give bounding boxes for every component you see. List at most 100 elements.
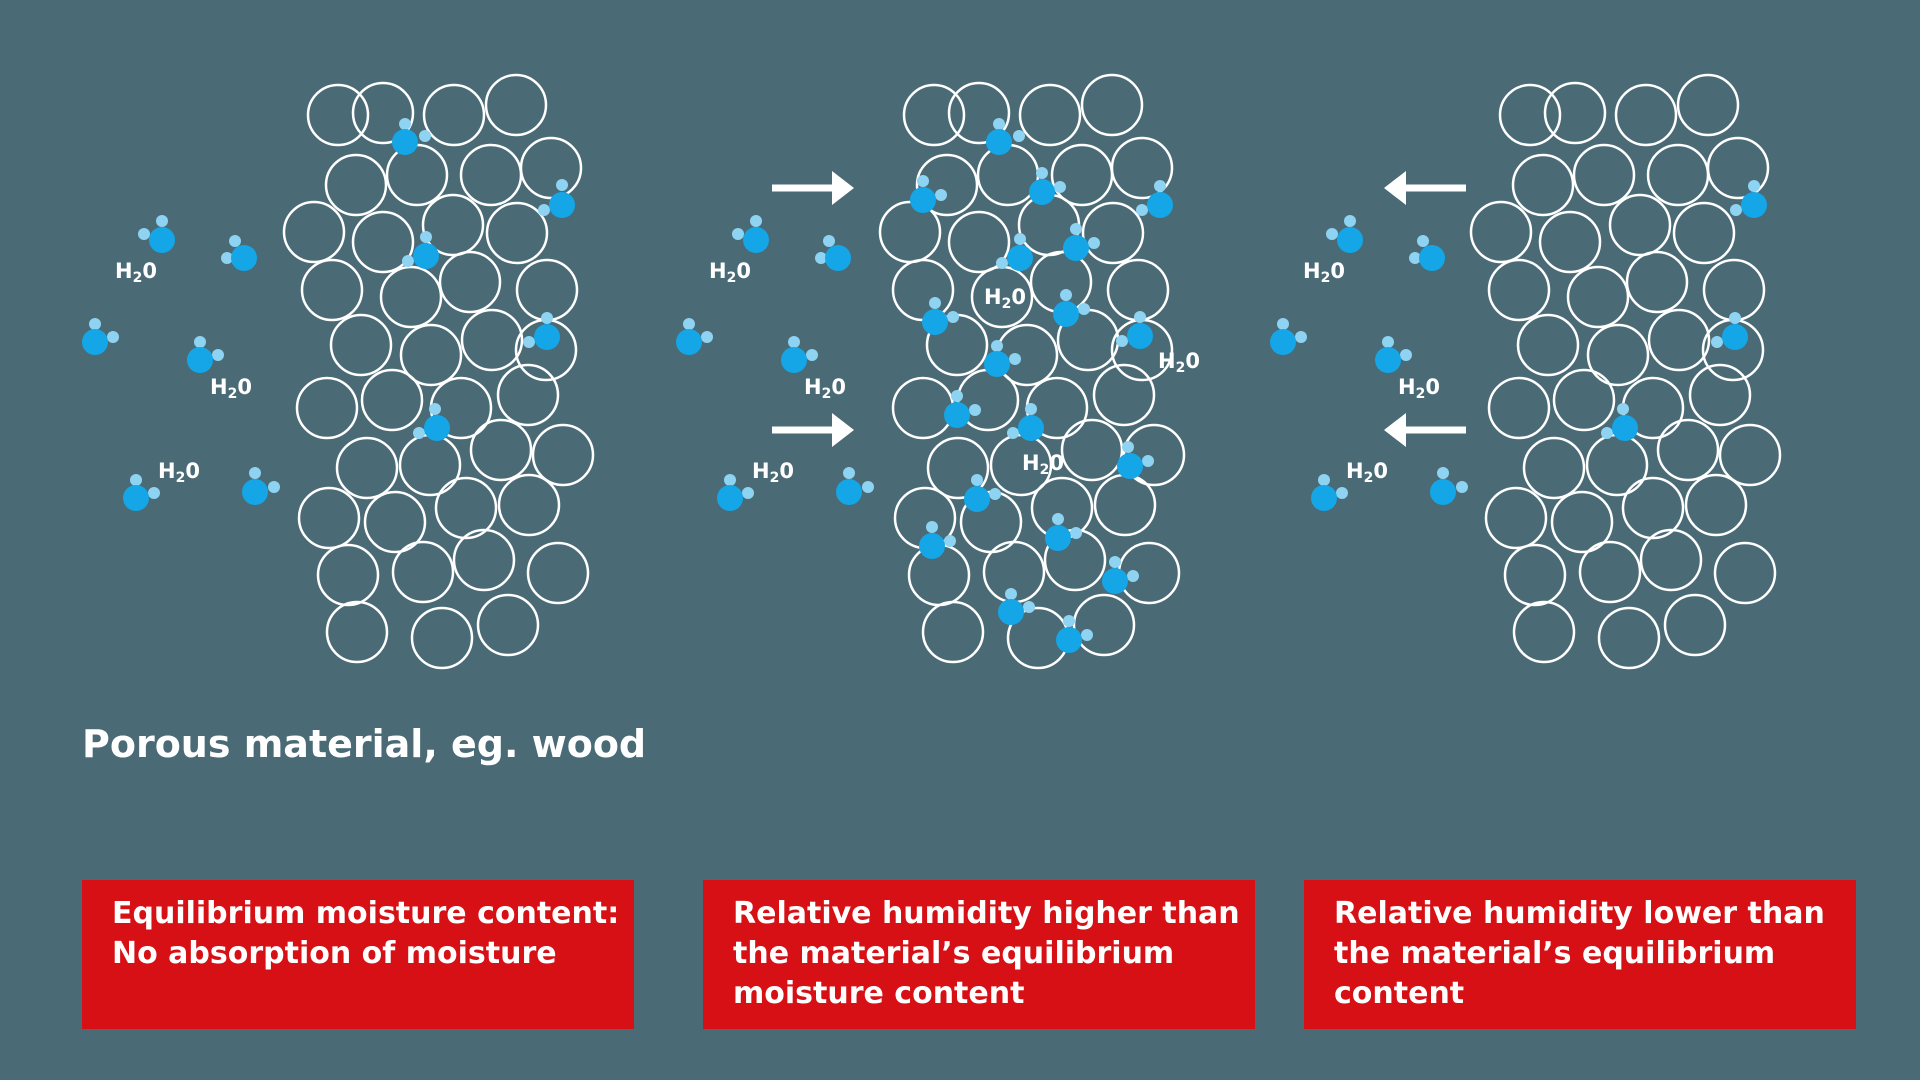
hydrogen-atom (947, 311, 959, 323)
hydrogen-atom (1088, 237, 1100, 249)
oxygen-atom (242, 479, 268, 505)
pore-circle (1050, 143, 1114, 207)
pore-circle (1081, 201, 1145, 265)
pore-circle (476, 593, 540, 657)
hydrogen-atom (732, 228, 744, 240)
water-molecule (1063, 223, 1100, 261)
hydrogen-atom (1023, 601, 1035, 613)
h2o-label: H20 (1158, 349, 1200, 376)
pore-circle (1522, 436, 1586, 500)
pore-circle (902, 83, 966, 147)
pore-structure (282, 73, 595, 670)
water-molecule (138, 215, 175, 253)
oxygen-atom (717, 485, 743, 511)
h2o-label: H20 (709, 259, 751, 286)
oxygen-atom (944, 402, 970, 428)
hydrogen-atom (1070, 223, 1082, 235)
hydrogen-atom (929, 297, 941, 309)
pore-circle (1106, 258, 1170, 322)
hydrogen-atom (1063, 615, 1075, 627)
h2o-label: H20 (210, 375, 252, 402)
water-molecule (986, 118, 1025, 155)
pore-circle (351, 81, 415, 145)
pore-circle (379, 265, 443, 329)
pore-circle (526, 541, 590, 605)
water-molecule (538, 179, 575, 218)
hydrogen-atom (1456, 481, 1468, 493)
hydrogen-atom (1025, 403, 1037, 415)
water-molecule (82, 318, 119, 355)
oxygen-atom (1270, 329, 1296, 355)
pore-circle (1625, 250, 1689, 314)
pore-circle (1498, 83, 1562, 147)
water-molecule (523, 312, 560, 350)
water-molecule (1270, 318, 1307, 355)
oxygen-atom (825, 245, 851, 271)
pore-circle (1688, 363, 1752, 427)
arrow-right-icon (772, 171, 854, 205)
hydrogen-atom (1617, 403, 1629, 415)
hydrogen-atom (862, 481, 874, 493)
water-molecule (1102, 556, 1139, 594)
water-molecule (919, 521, 956, 559)
pore-circle (1597, 606, 1661, 670)
water-molecule (1326, 215, 1363, 253)
oxygen-atom (964, 486, 990, 512)
hydrogen-atom (268, 481, 280, 493)
pore-circle (398, 433, 462, 497)
oxygen-atom (413, 243, 439, 269)
hydrogen-atom (1142, 455, 1154, 467)
hydrogen-atom (130, 474, 142, 486)
pore-circle (316, 543, 380, 607)
pore-circle (1511, 153, 1575, 217)
oxygen-atom (1053, 301, 1079, 327)
pore-circle (459, 143, 523, 207)
hydrogen-atom (148, 487, 160, 499)
hydrogen-atom (229, 235, 241, 247)
hydrogen-atom (1014, 233, 1026, 245)
h2o-label: H20 (115, 259, 157, 286)
pore-structure (1469, 73, 1782, 670)
hydrogen-atom (935, 189, 947, 201)
pore-circle (324, 153, 388, 217)
oxygen-atom (998, 599, 1024, 625)
water-molecule (413, 403, 450, 441)
hydrogen-atom (971, 474, 983, 486)
pore-circle (1566, 265, 1630, 329)
water-molecule (242, 467, 280, 505)
oxygen-atom (1102, 568, 1128, 594)
pore-circle (1585, 433, 1649, 497)
hydrogen-atom (701, 331, 713, 343)
pore-circle (1614, 83, 1678, 147)
hydrogen-atom (1036, 167, 1048, 179)
water-molecule (1730, 180, 1767, 218)
oxygen-atom (1722, 324, 1748, 350)
pore-circle (1503, 543, 1567, 607)
pore-circle (496, 363, 560, 427)
arrow-head (832, 413, 854, 447)
pore-circle (297, 486, 361, 550)
hydrogen-atom (1711, 336, 1723, 348)
oxygen-atom (1337, 227, 1363, 253)
h2o-label: H20 (158, 459, 200, 486)
oxygen-atom (743, 227, 769, 253)
pore-circle (391, 540, 455, 604)
pore-circle (1663, 593, 1727, 657)
hydrogen-atom (1060, 289, 1072, 301)
pore-circle (1621, 476, 1685, 540)
oxygen-atom (549, 192, 575, 218)
diagram-heading: Porous material, eg. wood (82, 722, 647, 766)
water-molecule (732, 215, 769, 253)
pore-circle (1646, 143, 1710, 207)
oxygen-atom (1029, 179, 1055, 205)
pore-circle (1718, 423, 1782, 487)
pore-circle (460, 308, 524, 372)
hydrogen-atom (1326, 228, 1338, 240)
hydrogen-atom (249, 467, 261, 479)
hydrogen-atom (221, 252, 233, 264)
oxygen-atom (1056, 627, 1082, 653)
pore-circle (329, 313, 393, 377)
